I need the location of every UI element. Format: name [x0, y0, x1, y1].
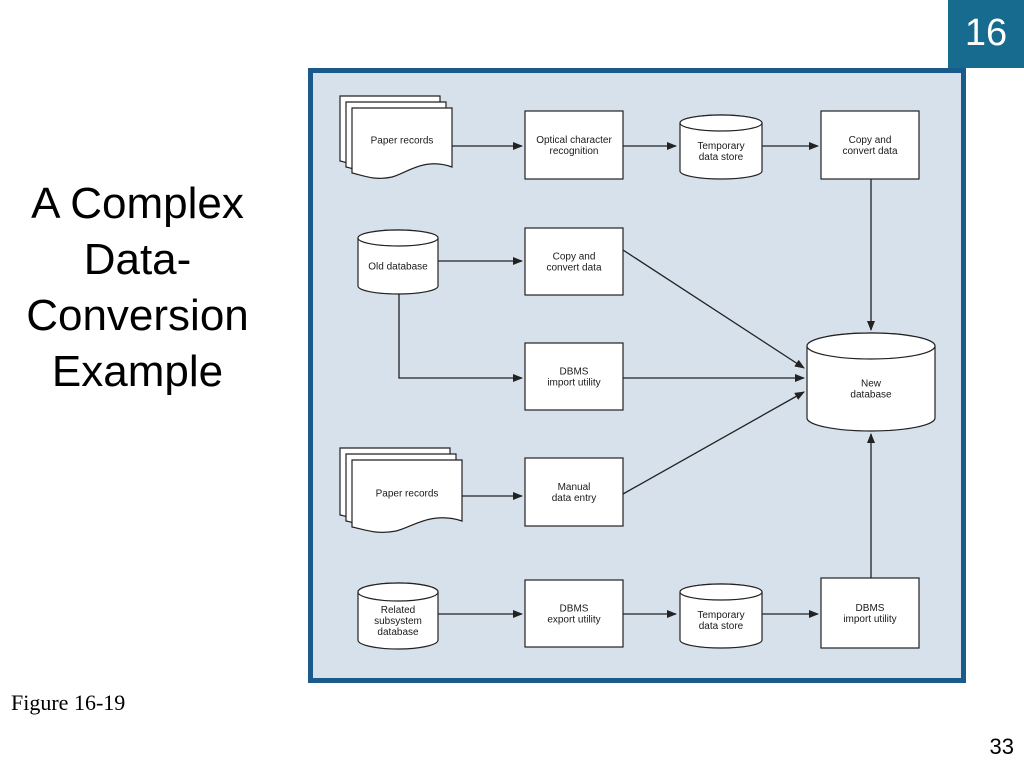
- process-box: [524, 227, 624, 296]
- slide-title-line: Data-: [83, 235, 192, 284]
- node-label: Old database: [368, 262, 428, 273]
- datastore-top: [679, 114, 763, 132]
- node-label: Paper records: [376, 489, 439, 500]
- node-paper-records-2: Paper records: [339, 447, 463, 533]
- node-label: subsystem: [374, 616, 422, 627]
- datastore-top: [679, 583, 763, 601]
- node-label: import utility: [547, 378, 600, 389]
- node-label: export utility: [547, 615, 600, 626]
- document-sheet: [351, 459, 463, 533]
- process-box: [820, 110, 920, 180]
- datastore-top: [357, 582, 439, 602]
- node-label: Related: [381, 605, 415, 616]
- node-label: Copy and: [849, 135, 892, 146]
- diagram-canvas: Paper records Optical characterrecognitio…: [308, 68, 966, 683]
- node-label: import utility: [843, 614, 896, 625]
- node-label: DBMS: [560, 604, 589, 615]
- slide-title-line: A Complex: [31, 179, 244, 228]
- slide-title-line: Conversion: [26, 291, 249, 340]
- chapter-number-badge: 16: [948, 0, 1024, 68]
- edge-copy-convert-2-to-new-database: [622, 249, 805, 369]
- node-label: DBMS: [856, 603, 885, 614]
- node-label: database: [850, 390, 892, 401]
- process-box: [524, 579, 624, 648]
- document-sheet: [351, 107, 453, 179]
- edge-layer: [398, 142, 875, 618]
- datastore-top: [806, 332, 936, 360]
- node-paper-records-1: Paper records: [339, 95, 453, 179]
- node-label: Optical character: [536, 135, 612, 146]
- node-label: Temporary: [697, 141, 744, 152]
- slide-title-line: Example: [51, 347, 224, 396]
- edge-old-database-to-dbms-import-1: [398, 294, 523, 382]
- node-label: Copy and: [553, 252, 596, 263]
- slide-title: A Complex Data- Conversion Example: [10, 176, 265, 400]
- node-label: data store: [699, 152, 744, 163]
- node-layer: Paper records Optical characterrecognitio…: [339, 95, 936, 650]
- node-label: Manual: [558, 482, 591, 493]
- node-label: DBMS: [560, 367, 589, 378]
- node-label: data store: [699, 621, 744, 632]
- node-label: recognition: [550, 146, 599, 157]
- node-label: convert data: [842, 146, 897, 157]
- node-label: Temporary: [697, 610, 744, 621]
- figure-caption: Figure 16-19: [11, 690, 126, 715]
- node-label: data entry: [552, 493, 596, 504]
- node-label: New: [861, 379, 882, 390]
- node-label: database: [377, 627, 419, 638]
- node-label: Paper records: [371, 136, 434, 147]
- edge-manual-entry-to-new-database: [622, 391, 805, 495]
- process-box: [820, 577, 920, 649]
- node-label: convert data: [546, 263, 601, 274]
- process-box: [524, 110, 624, 180]
- process-box: [524, 457, 624, 527]
- node-old-database: Old database: [357, 229, 439, 295]
- datastore-top: [357, 229, 439, 247]
- page-number: 33: [989, 734, 1014, 759]
- process-box: [524, 342, 624, 411]
